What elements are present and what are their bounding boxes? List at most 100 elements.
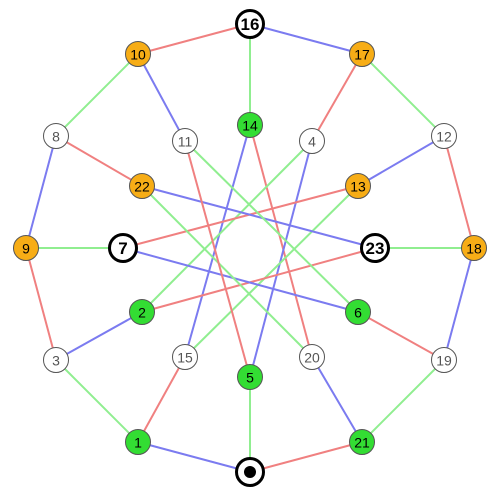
node-6[interactable]: 6 [345,299,371,325]
node-target[interactable] [235,457,265,487]
edge-n19-n6 [357,311,445,361]
node-label: 13 [350,179,366,195]
node-label: 2 [138,305,146,321]
node-label: 1 [134,435,142,451]
node-7[interactable]: 7 [108,233,138,263]
node-label: 10 [130,47,146,63]
node-18[interactable]: 18 [461,235,487,261]
node-circle [299,128,325,154]
node-circle [235,9,265,39]
edge-n3-n2 [55,311,143,361]
node-23[interactable]: 23 [360,233,390,263]
node-2[interactable]: 2 [129,299,155,325]
node-label: 9 [22,241,30,257]
node-circle [237,112,263,138]
edge-n17-n4 [311,53,363,142]
node-label: 21 [354,435,370,451]
edge-nbottom-n1 [137,441,251,473]
node-label: 17 [354,47,370,63]
node-19[interactable]: 19 [431,347,457,373]
node-circle [172,128,198,154]
node-20[interactable]: 20 [299,344,325,370]
edge-n12-n18 [443,135,475,249]
edge-n14-n20 [249,124,313,358]
node-circle [108,233,138,263]
node-8[interactable]: 8 [43,123,69,149]
node-circle [125,41,151,67]
edge-n13-n15 [184,185,359,358]
edge-n20-n22 [141,185,313,358]
node-label: 7 [118,239,127,258]
edge-n12-n13 [357,135,445,187]
node-circle [360,233,390,263]
edge-n19-n21 [361,359,445,443]
node-circle [43,347,69,373]
node-label: 19 [436,353,452,369]
edge-n6-n11 [184,140,359,313]
edge-n3-n9 [25,247,57,361]
edge-n8-n22 [55,135,143,187]
node-5[interactable]: 5 [237,364,263,390]
node-circle [461,235,487,261]
node-circle [129,173,155,199]
node-circle [431,123,457,149]
node-label: 20 [304,350,320,366]
node-label: 11 [178,134,193,150]
node-label: 16 [241,15,260,34]
node-label: 5 [246,370,254,386]
node-label: 6 [354,305,362,321]
edge-n1-n15 [137,356,186,443]
node-label: 3 [52,353,60,369]
node-circle [125,429,151,455]
node-label: 14 [242,118,258,134]
edge-n4-n5 [249,140,313,378]
node-1[interactable]: 1 [125,429,151,455]
edge-n8-n10 [55,53,139,137]
node-13[interactable]: 13 [345,173,371,199]
node-10[interactable]: 10 [125,41,151,67]
node-label: 8 [52,129,60,145]
node-label: 15 [177,350,193,366]
node-4[interactable]: 4 [299,128,325,154]
node-circle [172,344,198,370]
node-label: 22 [134,179,150,195]
node-11[interactable]: 11 [172,128,198,154]
edge-n5-n11 [184,140,251,378]
node-circle [431,347,457,373]
edge-n6-n7 [122,247,359,313]
edge-n16-n17 [249,23,363,55]
node-circle [349,429,375,455]
node-3[interactable]: 3 [43,347,69,373]
node-21[interactable]: 21 [349,429,375,455]
node-label: 18 [466,241,482,257]
target-dot-icon [244,466,256,478]
node-circle [349,41,375,67]
node-circle [129,299,155,325]
node-15[interactable]: 15 [172,344,198,370]
node-17[interactable]: 17 [349,41,375,67]
edge-n9-n8 [25,135,57,249]
node-label: 4 [308,134,316,150]
node-circle [43,123,69,149]
edge-n23-n2 [141,247,376,313]
node-22[interactable]: 22 [129,173,155,199]
node-circle [299,344,325,370]
node-circle [345,173,371,199]
edge-n10-n16 [137,23,251,55]
edge-n21-n20 [311,356,363,443]
node-circle [237,364,263,390]
edge-n10-n11 [137,53,186,142]
edge-layer [25,23,475,473]
node-14[interactable]: 14 [237,112,263,138]
edge-n21-nbottom [249,441,363,473]
edge-n14-n15 [184,124,251,358]
edge-n23-n22 [141,185,376,249]
edge-n1-n3 [55,359,139,443]
node-9[interactable]: 9 [13,235,39,261]
node-12[interactable]: 12 [431,123,457,149]
edge-n13-n7 [122,185,359,249]
node-16[interactable]: 16 [235,9,265,39]
node-circle [345,299,371,325]
